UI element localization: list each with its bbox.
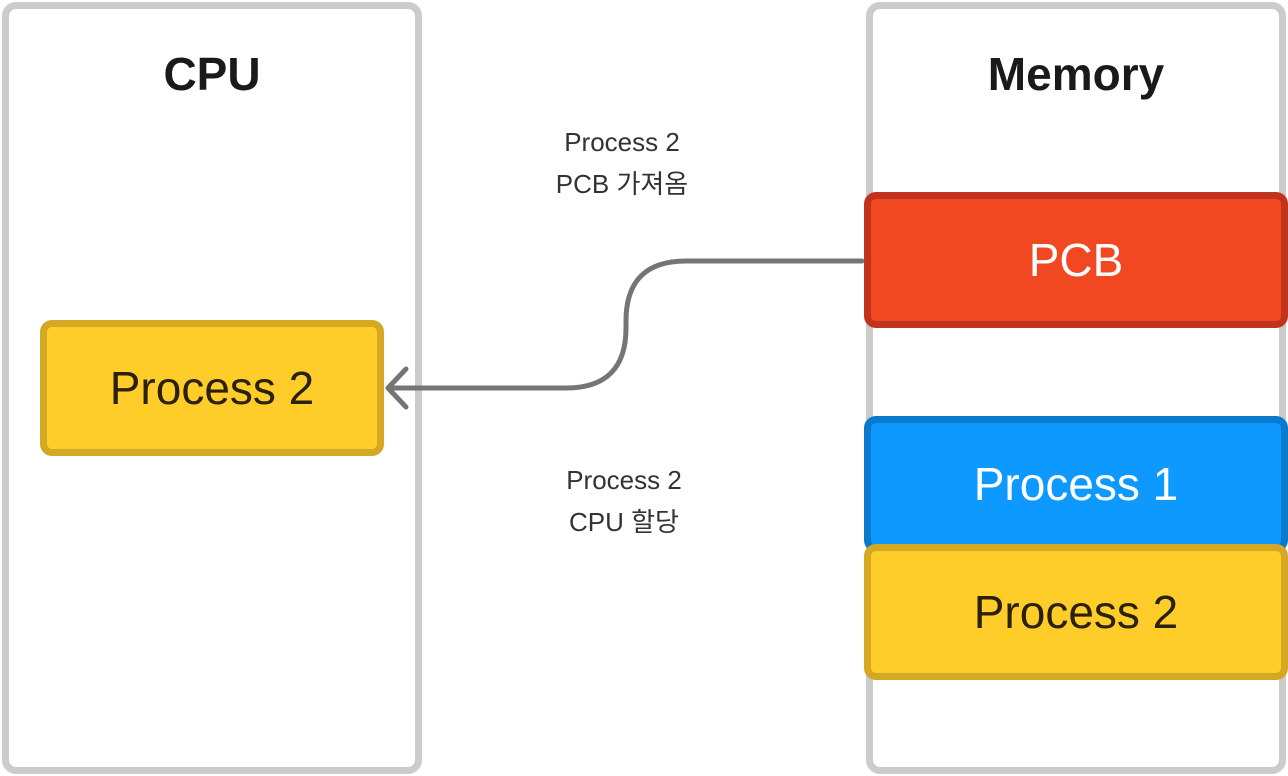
memory-pcb-block: PCB [864,192,1288,328]
memory-title: Memory [987,48,1165,100]
fetch-pcb-label-line1: Process 2 [564,127,680,157]
fetch-pcb-label-line2: PCB 가져옴 [555,169,689,199]
arrow-head-icon [385,366,409,410]
cpu-title: CPU [163,48,261,100]
fetch-pcb-label: Process 2 PCB 가져옴 [472,121,772,205]
memory-process-2-block: Process 2 [864,544,1288,680]
cpu-alloc-label: Process 2 CPU 할당 [474,459,774,543]
memory-process-1-block: Process 1 [864,416,1288,552]
cpu-process-2-block: Process 2 [40,320,384,456]
cpu-alloc-label-line2: CPU 할당 [569,507,679,537]
arrow-connector-line [385,258,865,391]
cpu-alloc-label-line1: Process 2 [566,465,682,495]
